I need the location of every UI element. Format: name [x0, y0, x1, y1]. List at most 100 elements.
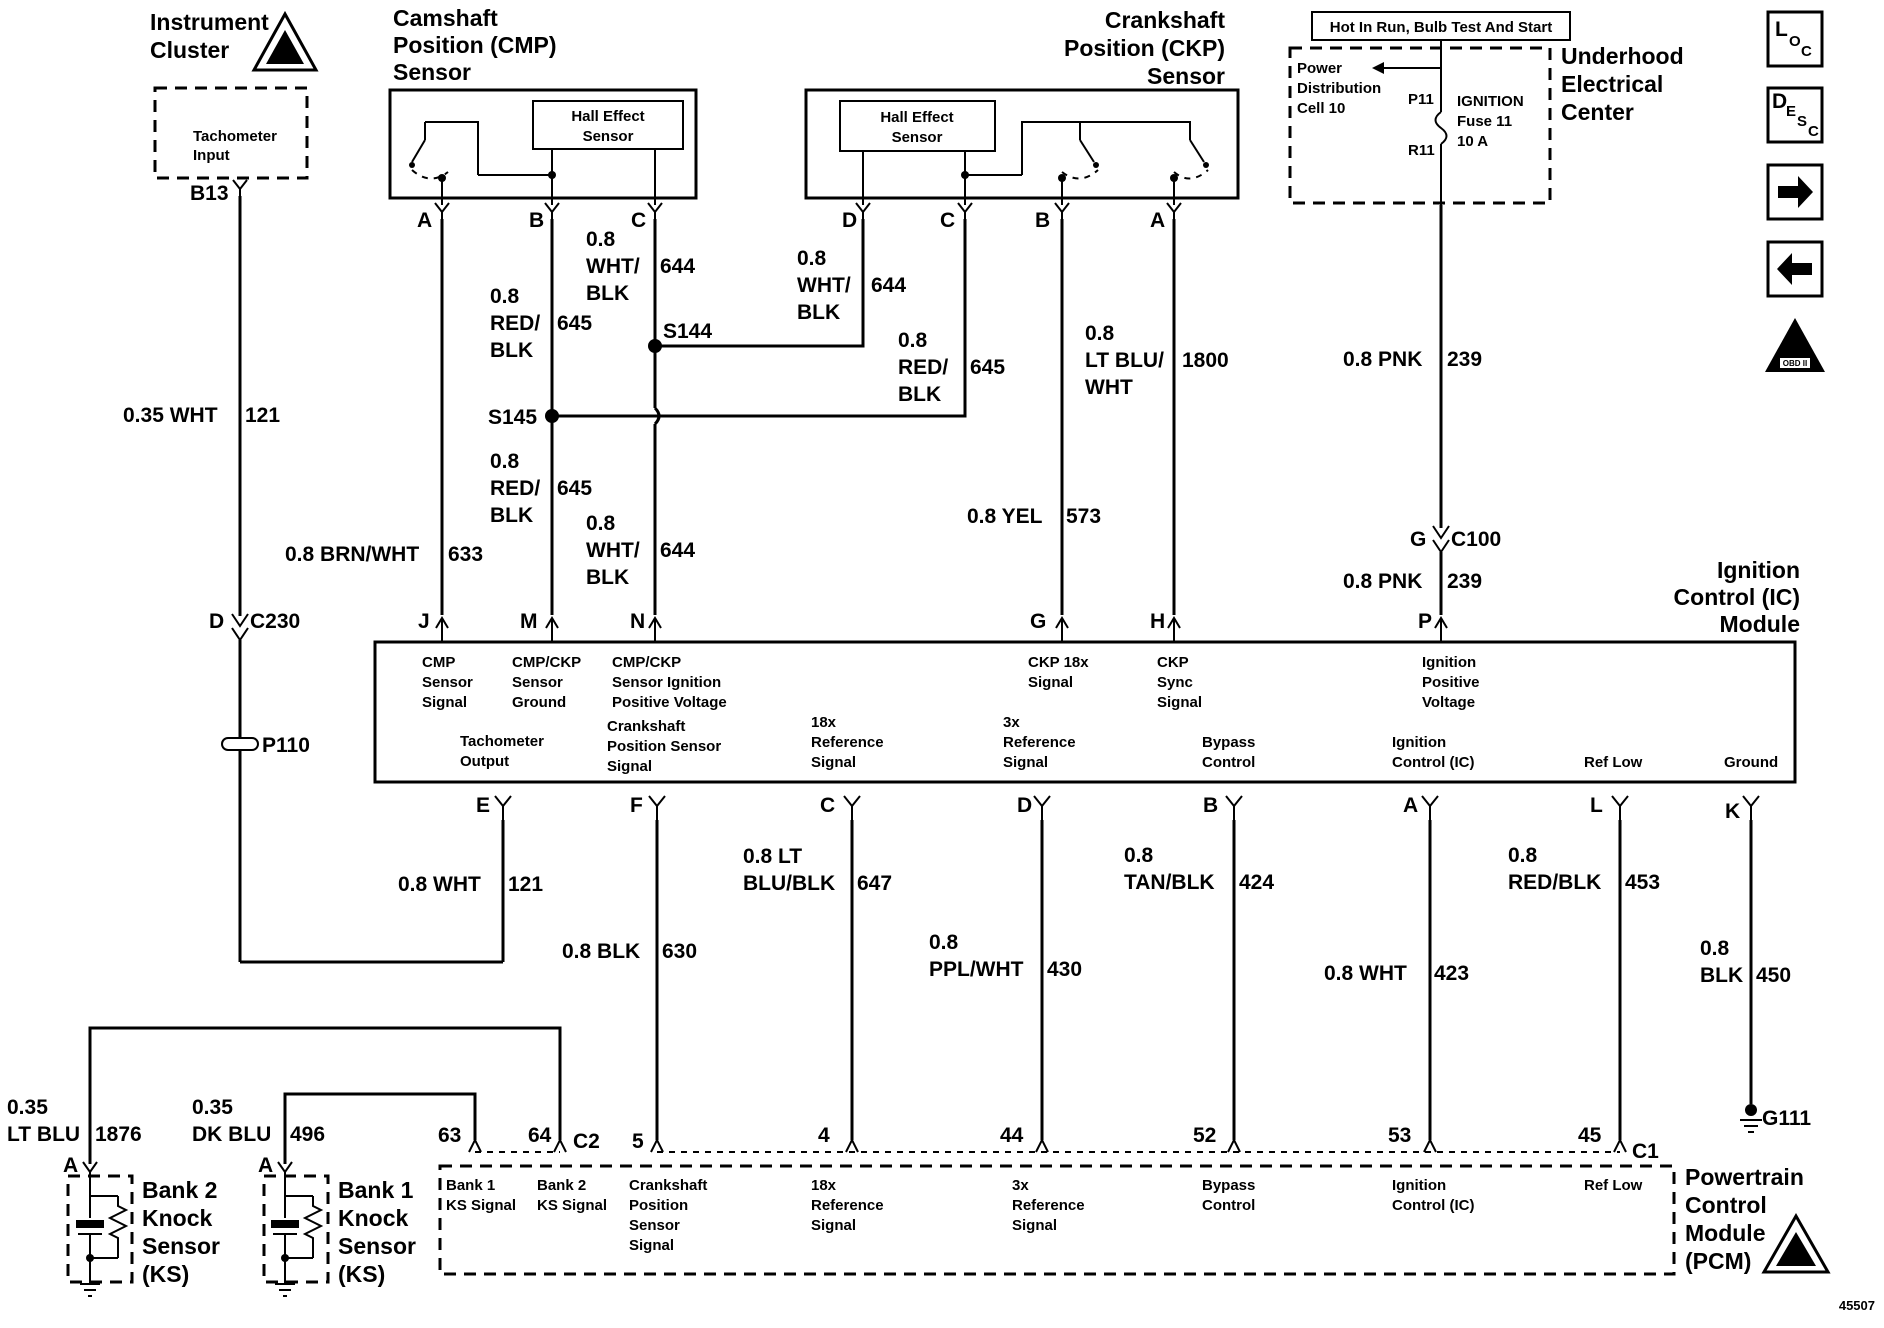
underhood-box [1288, 46, 1552, 205]
ic-l-r18-2: Reference [811, 734, 884, 751]
pcm-l-b1-2: KS Signal [446, 1197, 516, 1214]
r18-1: 0.8 LT [743, 845, 802, 868]
ign-feed-bot-circuit: 239 [1447, 570, 1482, 593]
cmp-gnd-bot-2: RED/ [490, 477, 540, 500]
cmp-switch-icon [409, 121, 479, 205]
ic-pin-p: P [1418, 610, 1432, 633]
desc-icon[interactable]: D E S C [1766, 86, 1824, 144]
ckp-hall-effect-box [839, 100, 996, 152]
c100-label: C100 [1451, 528, 1501, 551]
ckp-volt-circuit: 644 [871, 274, 906, 297]
cmp-gnd-bot-circuit: 645 [557, 477, 592, 500]
pcm-title-1: Powertrain [1685, 1164, 1804, 1190]
ic-pin-e: E [476, 794, 490, 817]
pcm-title-2: Control [1685, 1192, 1767, 1218]
c230-label: C230 [250, 610, 300, 633]
ckp-volt-3: BLK [797, 301, 840, 324]
loc-o: O [1789, 33, 1801, 50]
pcm-l-ckp-3: Sensor [629, 1217, 680, 1234]
ic-pin-f: F [630, 794, 643, 817]
ks2-title-3: Sensor [142, 1233, 220, 1259]
pcm-pin-64: 64 [528, 1124, 552, 1147]
ic-module-box [373, 640, 1797, 784]
gnd-2: BLK [1700, 964, 1743, 987]
ground-icon [1740, 1119, 1762, 1133]
ks2-title-4: (KS) [142, 1261, 189, 1287]
ic-l-ic-2: Control (IC) [1392, 754, 1474, 771]
loc-l: L [1775, 18, 1788, 41]
cmp-title-2: Position (CMP) [393, 32, 557, 58]
fuse-icon [1434, 111, 1448, 145]
ic-l-cmp-2: Sensor [422, 674, 473, 691]
ckp-pin-b: B [1035, 209, 1050, 232]
ic-l-sync-1: CKP [1157, 654, 1189, 671]
cmp-volt-bot-2: WHT/ [586, 539, 640, 562]
ic-l-ic-1: Ignition [1392, 734, 1446, 751]
ks2-title-1: Bank 2 [142, 1177, 217, 1203]
cmp-title-1: Camshaft [393, 5, 498, 31]
desc-c: C [1808, 123, 1819, 140]
cmp-gnd-bot-3: BLK [490, 504, 533, 527]
instrument-cluster-title-1: Instrument [150, 9, 269, 35]
tach-input-label-1: Tachometer [193, 128, 277, 145]
obd-icon[interactable]: OBD II [1765, 318, 1825, 372]
pcm-l-b2-2: KS Signal [537, 1197, 607, 1214]
pin-b13: B13 [190, 182, 229, 205]
pcm: 63 64 C2 5 4 44 52 53 45 C1 Bank 1 KS Si… [438, 1124, 1831, 1276]
ckp-pin-c: C [940, 209, 955, 232]
ic-l-ipv-1: Ignition [1422, 654, 1476, 671]
ks2-box [66, 1174, 134, 1284]
wire-cmp-voltage: S144 0.8 WHT/ BLK 644 0.8 WHT/ BLK 644 [586, 219, 712, 615]
ic-l-r3-2: Reference [1003, 734, 1076, 751]
ic-l-gnd-2: Sensor [512, 674, 563, 691]
ks2-pin-a: A [63, 1154, 78, 1177]
pcm-l-ic-2: Control (IC) [1392, 1197, 1474, 1214]
ks1-pin-a: A [258, 1154, 273, 1177]
next-arrow-icon[interactable] [1766, 163, 1824, 221]
wire-ignition-control: 0.8 WHT 423 [1324, 820, 1469, 1140]
pcm-l-b1-1: Bank 1 [446, 1177, 495, 1194]
cmp-volt-top-circuit: 644 [660, 255, 695, 278]
ckp-sync-1: 0.8 [1085, 322, 1115, 345]
wire-cmp-signal: 0.8 BRN/WHT 633 [285, 219, 483, 615]
ic-l-r3-3: Signal [1003, 754, 1048, 771]
knock-sensor-icon [76, 1172, 129, 1297]
prev-arrow-icon[interactable] [1766, 240, 1824, 298]
tach-input-label-2: Input [193, 147, 230, 164]
ckp-pin-d: D [842, 209, 857, 232]
cmp-signal-circuit: 633 [448, 543, 483, 566]
ic-circuit: 423 [1434, 962, 1469, 985]
pcm-c2: C2 [573, 1130, 600, 1153]
pcm-l-ckp-1: Crankshaft [629, 1177, 707, 1194]
ckp-sensor-box [804, 88, 1240, 200]
ic-title-1: Ignition [1717, 557, 1800, 583]
ic-pin-h: H [1150, 610, 1165, 633]
fuse-pin-r11: R11 [1408, 142, 1435, 159]
ic-l-18x-2: Signal [1028, 674, 1073, 691]
s144-label: S144 [663, 320, 712, 343]
cmp-gnd-top-3: BLK [490, 339, 533, 362]
wire-ks-bank2: 0.35 LT BLU 1876 [7, 1026, 562, 1164]
ic-pin-n: N [630, 610, 645, 633]
p110-splice [221, 737, 259, 751]
ign-feed-top-circuit: 239 [1447, 348, 1482, 371]
ckp-pin-a: A [1150, 209, 1165, 232]
wire-ckp-pcm: 0.8 BLK 630 [562, 820, 697, 1140]
pcm-l-ic-1: Ignition [1392, 1177, 1446, 1194]
tach-in-circuit: 121 [245, 404, 280, 427]
ckp-sync-circuit: 1800 [1182, 349, 1229, 372]
ic-l-18x-1: CKP 18x [1028, 654, 1089, 671]
cmp-signal-color: 0.8 BRN/WHT [285, 543, 419, 566]
cmp-volt-bot-1: 0.8 [586, 512, 616, 535]
knock-sensor-bank2: A Bank 2 Knock Sensor (KS) [63, 1154, 220, 1297]
g111-label: G111 [1762, 1107, 1811, 1130]
cmp-pin-b: B [529, 209, 544, 232]
cmp-sensor: Camshaft Position (CMP) Sensor Hall Effe… [388, 5, 698, 232]
cmp-sensor-box [388, 88, 698, 200]
knock-sensor-bank1: A Bank 1 Knock Sensor (KS) [258, 1154, 416, 1297]
loc-icon[interactable]: L O C [1766, 10, 1824, 68]
r18-2: BLU/BLK [743, 872, 835, 895]
ic-l-cmp-1: CMP [422, 654, 455, 671]
ckp-gnd-2: RED/ [898, 356, 948, 379]
ks1-circuit: 496 [290, 1123, 325, 1146]
